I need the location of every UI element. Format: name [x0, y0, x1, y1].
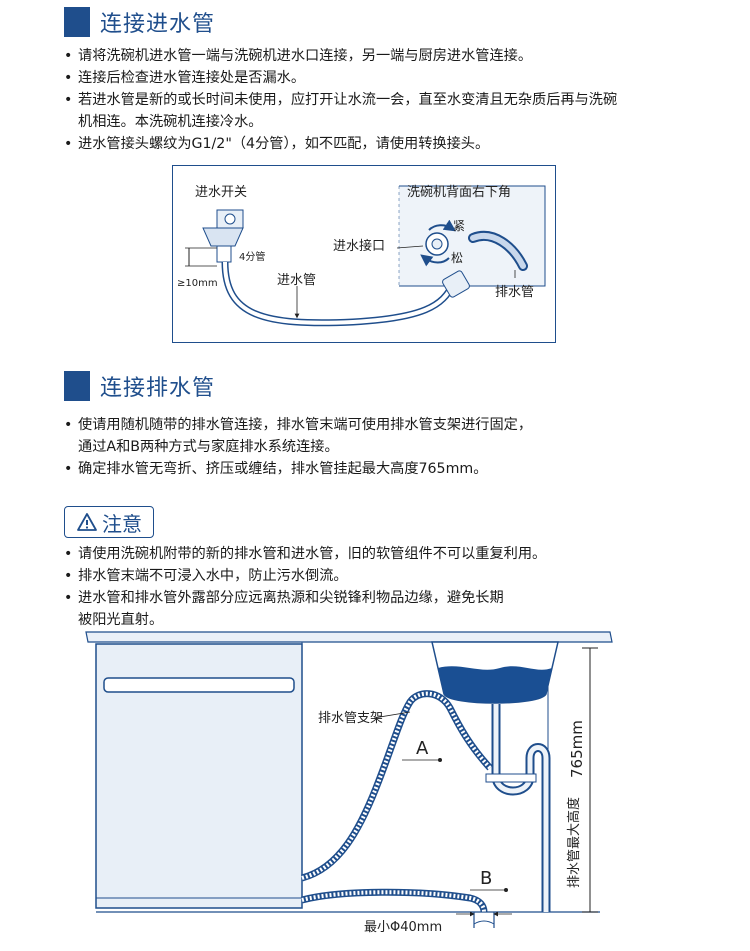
sink-trap-inner: [493, 704, 549, 912]
drain-hose-inner: [470, 233, 526, 269]
inlet-instructions: 请将洗碗机进水管一端与洗碗机进水口连接，另一端与厨房进水管连接。 连接后检查进水…: [64, 45, 617, 155]
trap-nut: [485, 773, 537, 783]
section-marker-icon: [64, 371, 90, 401]
list-item: 排水管末端不可浸入水中，防止污水倒流。: [64, 565, 546, 587]
bracket-leader-line: [373, 711, 411, 719]
drain-hose-b-inner: [301, 890, 486, 913]
corner-label: 洗碗机背面右下角: [407, 184, 511, 200]
drain-instructions: 使请用随机随带的排水管连接，排水管末端可使用排水管支架进行固定， 通过A和B两种…: [64, 414, 532, 480]
inlet-port-inner: [431, 238, 443, 250]
caution-list: 请使用洗碗机附带的新的排水管和进水管，旧的软管组件不可以重复利用。 排水管末端不…: [64, 543, 546, 631]
list-item: 确定排水管无弯折、挤压或缠结，排水管挂起最大高度765mm。: [64, 458, 532, 480]
loosen-label: 松: [451, 251, 463, 265]
list-item: 被阳光直射。: [78, 612, 164, 628]
list-item: 若进水管是新的或长时间未使用，应打开让水流一会，直至水变清且无杂质后再与洗碗: [64, 89, 617, 111]
list-item: 请将洗碗机进水管一端与洗碗机进水口连接，另一端与厨房进水管连接。: [64, 45, 617, 67]
sink-water: [438, 666, 552, 703]
inlet-port-label: 进水接口: [333, 238, 385, 254]
floor-drain-water: [473, 920, 495, 925]
inlet-leader-line: [396, 245, 424, 249]
b-leader-dot: [504, 888, 508, 892]
section-title: 连接排水管: [100, 376, 216, 401]
inlet-diagram-svg: 进水开关 洗碗机背面右下角 进水接口 紧 松 4分管 ≥10mm 进水管 排水管: [177, 184, 546, 327]
bracket-label: 排水管支架: [318, 711, 383, 726]
caution-title: 注意: [102, 511, 142, 536]
loosen-arrow-icon: [420, 254, 450, 267]
floor-drain-icon: [473, 912, 495, 928]
drain-hose-a-inner: [301, 691, 492, 880]
section-title: 连接进水管: [100, 12, 216, 37]
tighten-arrow-icon: [428, 219, 456, 232]
list-item: 进水管和排水管外露部分应远离热源和尖锐锋利物品边缘，避免长期: [64, 587, 546, 609]
list-item: 使请用随机随带的排水管连接，排水管末端可使用排水管支架进行固定，: [64, 414, 532, 436]
inlet-connection-diagram: 进水开关 洗碗机背面右下角 进水接口 紧 松 4分管 ≥10mm 进水管 排水管: [172, 165, 556, 343]
water-switch-label: 进水开关: [195, 185, 247, 200]
section-connect-inlet: 连接进水管: [64, 6, 215, 38]
caution-badge: 注意: [64, 506, 154, 538]
section-connect-drain: 连接排水管: [64, 370, 215, 402]
list-item: 请使用洗碗机附带的新的排水管和进水管，旧的软管组件不可以重复利用。: [64, 543, 546, 565]
b-label: B: [480, 868, 492, 889]
countertop: [85, 631, 613, 643]
drain-installation-diagram: 排水管支架 A B 最小Φ40mm 排水管最大高度 765mm: [0, 628, 750, 947]
height-value-label: 765mm: [568, 720, 586, 778]
sink-trap-outer: [491, 704, 551, 912]
max-height-label: 排水管最大高度: [566, 797, 582, 888]
a-label: A: [416, 738, 429, 759]
drain-hose-label: 排水管: [495, 285, 534, 300]
hose-connector-icon: [442, 270, 470, 298]
inlet-hose-label: 进水管: [277, 273, 316, 288]
tighten-label: 紧: [453, 219, 465, 233]
drain-diagram-svg: 排水管支架 A B 最小Φ40mm 排水管最大高度 765mm: [85, 631, 613, 935]
quarter-pipe-label: 4分管: [239, 250, 265, 263]
section-marker-icon: [64, 7, 90, 37]
inlet-hose-inner: [223, 261, 455, 325]
list-item: 进水管接头螺纹为G1/2"（4分管），如不匹配，请使用转换接头。: [64, 133, 617, 155]
min-diameter-label: 最小Φ40mm: [364, 920, 442, 935]
a-leader-dot: [438, 758, 442, 762]
gap-mm-label: ≥10mm: [177, 278, 218, 289]
dishwasher-handle: [103, 677, 295, 693]
list-item: 连接后检查进水管连接处是否漏水。: [64, 67, 617, 89]
list-item: 通过A和B两种方式与家庭排水系统连接。: [78, 439, 339, 455]
water-switch-icon: [202, 209, 244, 263]
list-item: 机相连。本洗碗机连接冷水。: [78, 114, 263, 130]
warning-triangle-icon: [77, 513, 97, 531]
